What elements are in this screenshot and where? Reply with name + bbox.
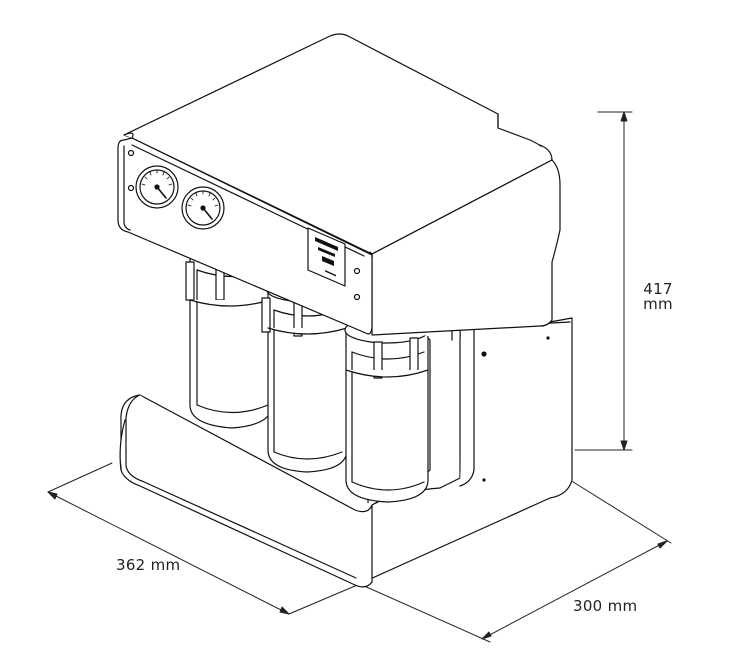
base-stand bbox=[120, 302, 572, 587]
pressure-gauge-left bbox=[136, 166, 178, 208]
brand-label bbox=[308, 228, 345, 286]
pressure-gauge-right bbox=[182, 187, 224, 229]
dimension-lines bbox=[48, 112, 671, 642]
height-dimension-label: 417 mm bbox=[641, 282, 675, 312]
width-dimension-line bbox=[48, 492, 289, 614]
width-dimension-label: 362 mm bbox=[116, 556, 181, 574]
top-housing bbox=[118, 34, 560, 335]
height-unit: mm bbox=[643, 295, 673, 313]
housing-side bbox=[372, 160, 560, 335]
depth-dimension-line bbox=[482, 541, 667, 639]
front-panel bbox=[118, 138, 372, 334]
height-value: 417 bbox=[643, 280, 673, 298]
depth-dimension-label: 300 mm bbox=[573, 597, 638, 615]
